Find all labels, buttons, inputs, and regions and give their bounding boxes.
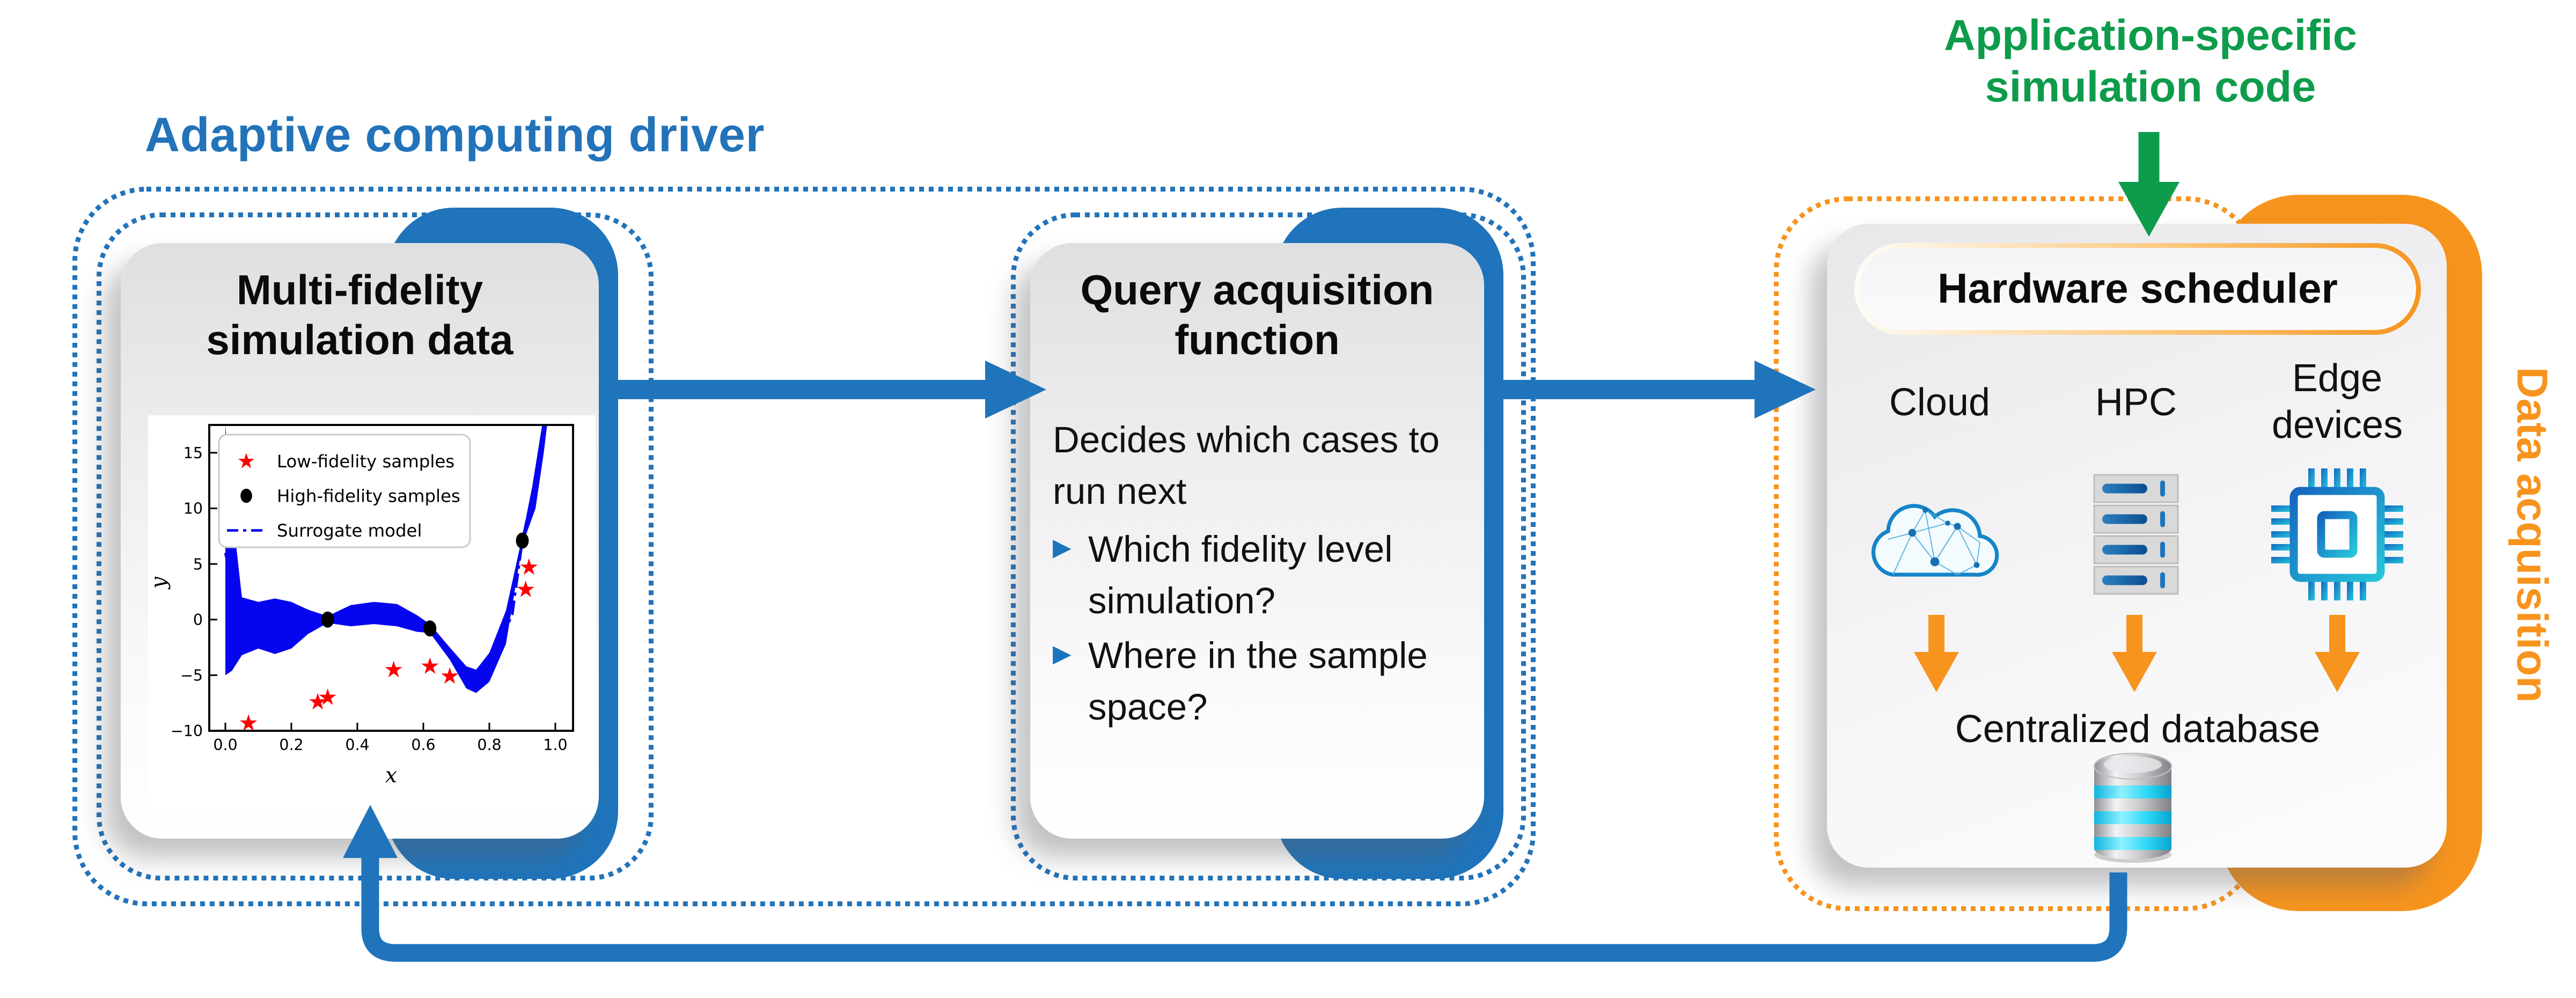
svg-text:★: ★ xyxy=(237,450,256,474)
svg-text:★: ★ xyxy=(384,656,404,683)
query-intro: Decides which cases to run next xyxy=(1053,419,1440,512)
query-bullet-text: Where in the sample space? xyxy=(1088,634,1428,728)
query-card-title: Query acquisition function xyxy=(1080,266,1434,364)
query-card-body: Decides which cases to run next ▶ Which … xyxy=(1053,414,1474,732)
data-acquisition-label: Data acquisition xyxy=(2508,367,2556,703)
svg-text:0.6: 0.6 xyxy=(411,736,435,754)
resource-label-edge: Edge devices xyxy=(2271,357,2403,447)
query-card: Query acquisition function Decides which… xyxy=(1030,243,1484,839)
svg-text:★: ★ xyxy=(519,554,539,580)
app-code-label: Application-specific simulation code xyxy=(1944,11,2357,111)
svg-text:0.0: 0.0 xyxy=(213,736,237,754)
svg-text:Low-fidelity samples: Low-fidelity samples xyxy=(277,451,454,472)
query-bullet-text: Which fidelity level simulation? xyxy=(1088,528,1393,621)
scheduler-card: Hardware scheduler Cloud HPC Edge device… xyxy=(1827,224,2447,868)
chip-icon xyxy=(2268,465,2406,604)
bullet-triangle-icon: ▶ xyxy=(1053,534,1072,562)
svg-text:0.8: 0.8 xyxy=(477,736,501,754)
svg-text:−5: −5 xyxy=(180,667,203,685)
svg-text:High-fidelity samples: High-fidelity samples xyxy=(277,486,460,506)
svg-text:y: y xyxy=(148,576,171,590)
hardware-scheduler-title: Hardware scheduler xyxy=(1937,264,2338,312)
adaptive-driver-label: Adaptive computing driver xyxy=(145,109,765,163)
svg-text:★: ★ xyxy=(516,576,536,603)
svg-text:★: ★ xyxy=(238,709,259,736)
resource-label-hpc: HPC xyxy=(2095,381,2177,425)
query-bullet-row: ▶ Where in the sample space? xyxy=(1053,629,1474,732)
svg-text:5: 5 xyxy=(193,555,203,573)
svg-text:−10: −10 xyxy=(171,722,203,740)
server-rack-icon xyxy=(2093,473,2179,599)
svg-text:15: 15 xyxy=(184,444,203,462)
resource-label-cloud: Cloud xyxy=(1889,381,1991,425)
svg-text:★: ★ xyxy=(420,653,440,679)
cloud-icon xyxy=(1864,485,2009,584)
multifidelity-card: Multi-fidelity simulation data ★★★★★★★★0… xyxy=(121,243,599,839)
database-cylinder-icon xyxy=(2085,752,2181,868)
query-bullet-row: ▶ Which fidelity level simulation? xyxy=(1053,523,1474,626)
svg-text:★: ★ xyxy=(318,684,338,710)
svg-text:0.4: 0.4 xyxy=(345,736,369,754)
hardware-scheduler-pill: Hardware scheduler xyxy=(1854,243,2421,335)
svg-text:Surrogate model: Surrogate model xyxy=(277,520,422,541)
svg-text:★: ★ xyxy=(439,663,460,689)
arrow-query-to-scheduler xyxy=(1497,361,1816,419)
svg-text:10: 10 xyxy=(184,500,203,518)
multifidelity-card-title: Multi-fidelity simulation data xyxy=(206,266,513,364)
svg-text:0: 0 xyxy=(193,611,203,629)
svg-text:★: ★ xyxy=(307,688,328,715)
svg-text:x: x xyxy=(385,764,397,788)
svg-text:1.0: 1.0 xyxy=(543,736,567,754)
bullet-triangle-icon: ▶ xyxy=(1053,641,1072,668)
centralized-database-label: Centralized database xyxy=(1955,708,2321,752)
svg-text:0.2: 0.2 xyxy=(279,736,303,754)
